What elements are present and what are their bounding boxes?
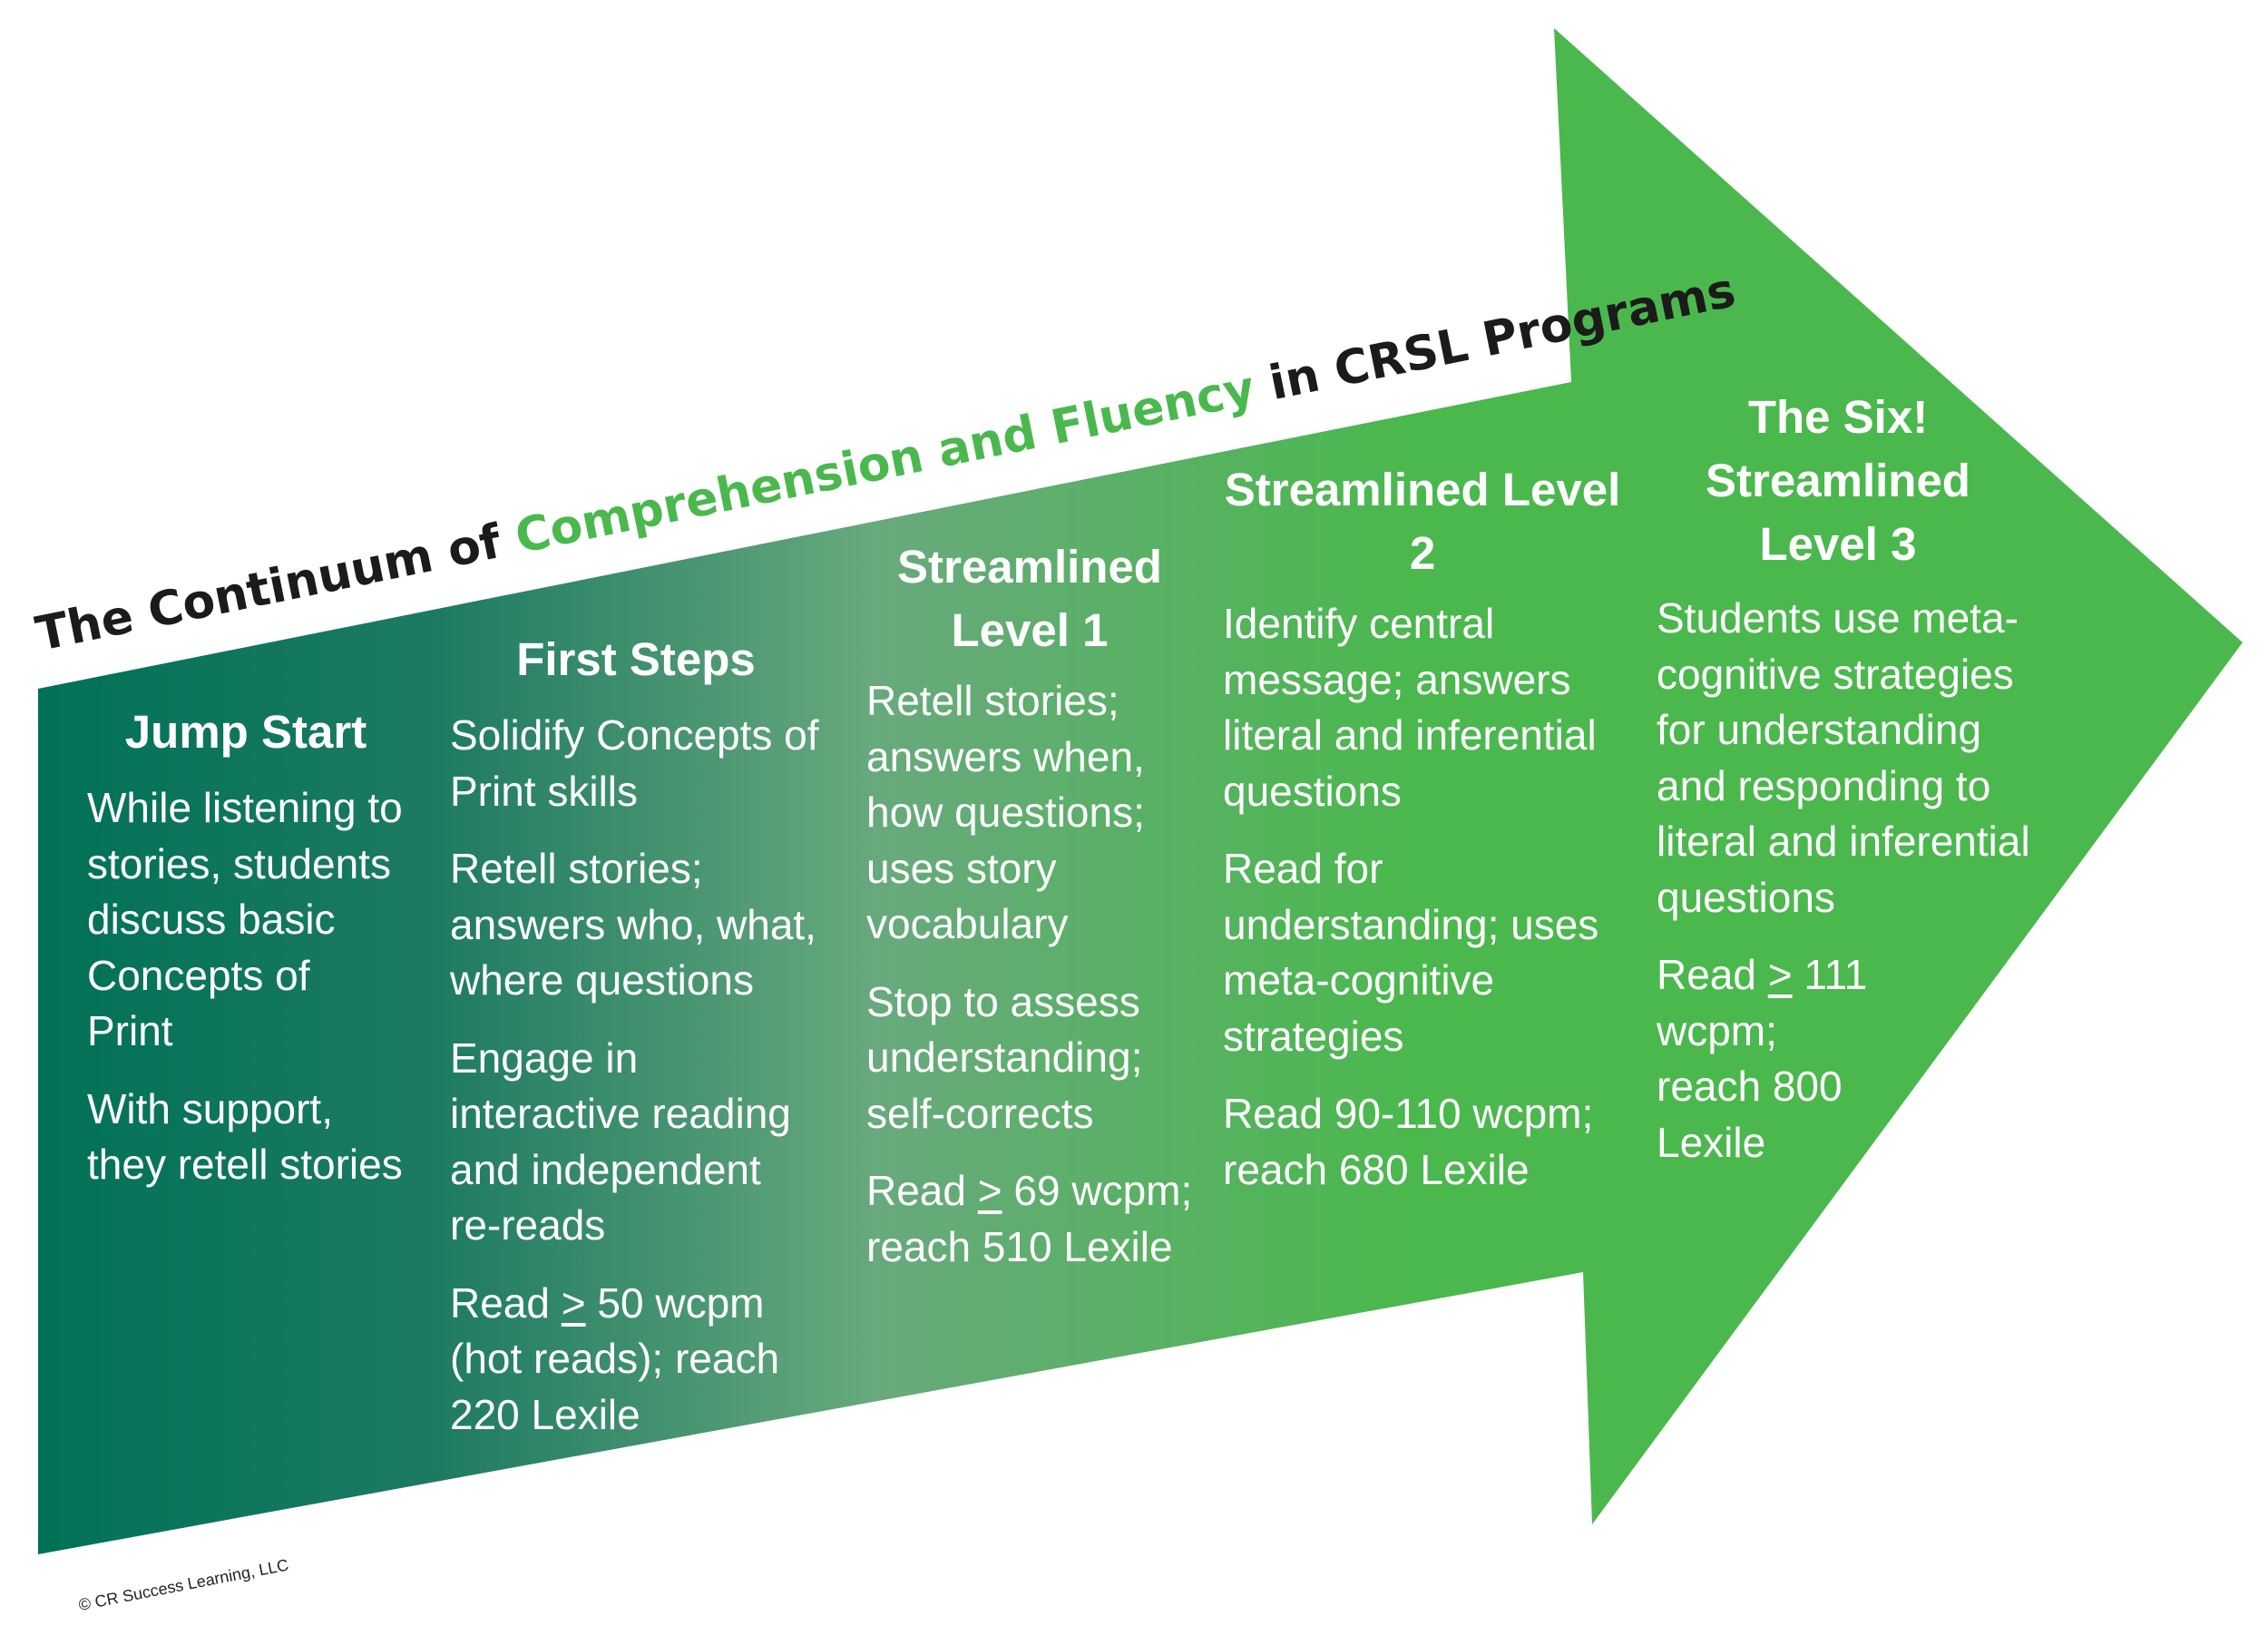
greater-equal-symbol: > <box>1767 951 1793 998</box>
stage-title: Streamlined Level 1 <box>897 541 1162 656</box>
stage-streamlined-level-3: The Six! Streamlined Level 3 Students us… <box>1657 386 2047 1192</box>
stage-title: Streamlined Level 2 <box>1224 464 1621 579</box>
stage-item: Read for understanding; uses meta-cognit… <box>1223 845 1599 1060</box>
copyright-text: © CR Success Learning, LLC <box>77 1555 290 1614</box>
stage-streamlined-level-1: Streamlined Level 1 Retell stories; answ… <box>866 535 1211 1297</box>
stage-item: Identify central message; answers litera… <box>1223 600 1597 815</box>
stage-body: Retell stories; answers when, how questi… <box>866 673 1211 1275</box>
stage-item: While listening to stories, students dis… <box>87 784 403 1054</box>
stage-item: Stop to assess understanding; self-corre… <box>866 977 1143 1137</box>
stage-body: While listening to stories, students dis… <box>87 780 405 1193</box>
stage-body: Students use meta-cognitive strategies f… <box>1657 591 2047 1171</box>
stage-title: First Steps <box>516 633 756 685</box>
stage-first-steps: First Steps Solidify Concepts of Print s… <box>450 628 822 1465</box>
fluency-target: Read > 69 wcpm; reach 510 Lexile <box>866 1167 1193 1270</box>
stage-item: With support, they retell stories <box>87 1084 403 1189</box>
fluency-target: Read > 111 wcpm; reach 800 Lexile <box>1657 951 1868 1166</box>
fluency-target: Read > 50 wcpm (hot reads); reach 220 Le… <box>450 1278 780 1438</box>
stage-item: Solidify Concepts of Print skills <box>450 711 819 815</box>
stage-item: Students use meta-cognitive strategies f… <box>1657 594 2030 921</box>
greater-equal-symbol: > <box>561 1278 586 1327</box>
stage-item: Read 90-110 wcpm; reach 680 Lexile <box>1223 1090 1594 1193</box>
stage-streamlined-level-2: Streamlined Level 2 Identify central mes… <box>1223 458 1620 1220</box>
stage-title: Jump Start <box>124 706 367 758</box>
stage-title: The Six! Streamlined Level 3 <box>1706 391 1970 570</box>
greater-equal-symbol: > <box>977 1167 1002 1214</box>
stage-body: Solidify Concepts of Print skills Retell… <box>450 708 822 1443</box>
arrow-shape <box>38 28 2243 1554</box>
stage-body: Identify central message; answers litera… <box>1223 596 1604 1198</box>
stage-jump-start: Jump Start While listening to stories, s… <box>87 700 405 1215</box>
stage-item: Retell stories; answers who, what, where… <box>450 845 816 1004</box>
stage-item: Retell stories; answers when, how questi… <box>866 677 1145 947</box>
stage-item: Engage in interactive reading and indepe… <box>450 1034 791 1249</box>
